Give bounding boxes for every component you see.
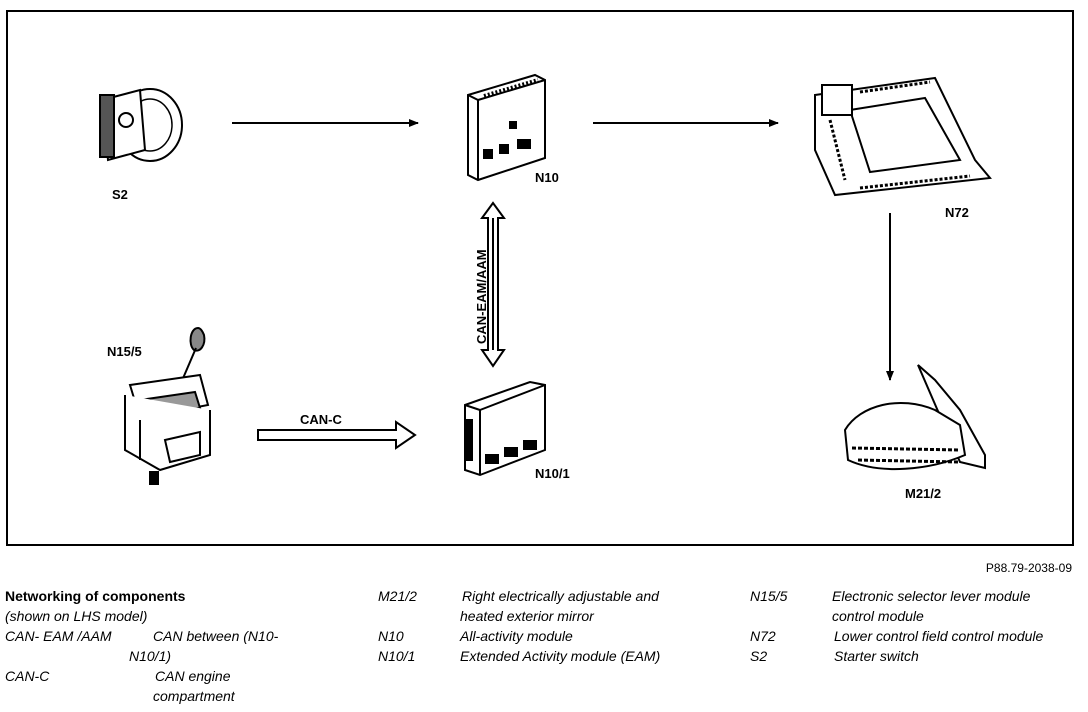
legend-desc: CAN engine bbox=[155, 668, 231, 684]
legend-code: N10 bbox=[378, 628, 404, 644]
legend-desc: Starter switch bbox=[834, 648, 919, 664]
legend-column-1: Networking of components (shown on LHS m… bbox=[5, 586, 365, 706]
starter-switch-icon bbox=[99, 88, 183, 162]
n10-label: N10 bbox=[535, 170, 559, 185]
can-eam-aam-double-arrow bbox=[480, 201, 506, 368]
legend-code: N10/1 bbox=[378, 648, 416, 664]
n10-1-label: N10/1 bbox=[535, 466, 570, 481]
n10-module-icon bbox=[467, 73, 546, 182]
legend-code: N15/5 bbox=[750, 588, 788, 604]
can-c-arrow bbox=[257, 420, 417, 450]
legend-desc: heated exterior mirror bbox=[460, 608, 594, 624]
legend-desc: Electronic selector lever module bbox=[832, 588, 1031, 604]
legend-code: CAN-C bbox=[5, 668, 50, 684]
legend-desc: CAN between (N10- bbox=[153, 628, 279, 644]
s2-label: S2 bbox=[112, 187, 128, 202]
n72-label: N72 bbox=[945, 205, 969, 220]
legend-code: N72 bbox=[750, 628, 776, 644]
legend-title: Networking of components bbox=[5, 588, 186, 604]
legend-column-2: M21/2 Right electrically adjustable and … bbox=[378, 586, 738, 686]
legend-code: CAN- EAM /AAM bbox=[5, 628, 112, 644]
can-eam-aam-label: CAN-EAM/AAM bbox=[474, 249, 489, 344]
legend-desc: control module bbox=[832, 608, 924, 624]
legend-code: M21/2 bbox=[378, 588, 417, 604]
n72-control-field-icon bbox=[814, 76, 992, 197]
figure-id: P88.79-2038-09 bbox=[985, 561, 1072, 575]
legend-desc: Extended Activity module (EAM) bbox=[460, 648, 661, 664]
diagram-frame bbox=[6, 10, 1074, 546]
legend-desc: Right electrically adjustable and bbox=[462, 588, 659, 604]
n15-5-label: N15/5 bbox=[107, 344, 142, 359]
legend-desc: N10/1) bbox=[129, 648, 172, 664]
legend-desc: compartment bbox=[153, 688, 235, 704]
can-c-label: CAN-C bbox=[300, 412, 342, 427]
legend-subtitle: (shown on LHS model) bbox=[5, 608, 148, 624]
network-diagram: S2 N10 N72 N15/5 bbox=[99, 73, 992, 501]
n10-1-module-icon bbox=[464, 380, 546, 477]
legend-column-3: N15/5 Electronic selector lever module c… bbox=[750, 586, 1080, 686]
legend-code: S2 bbox=[750, 648, 768, 664]
m21-2-label: M21/2 bbox=[905, 486, 941, 501]
selector-lever-icon bbox=[124, 326, 211, 485]
exterior-mirror-icon bbox=[843, 364, 986, 471]
legend-desc: All-activity module bbox=[460, 628, 573, 644]
legend-desc: Lower control field control module bbox=[834, 628, 1044, 644]
